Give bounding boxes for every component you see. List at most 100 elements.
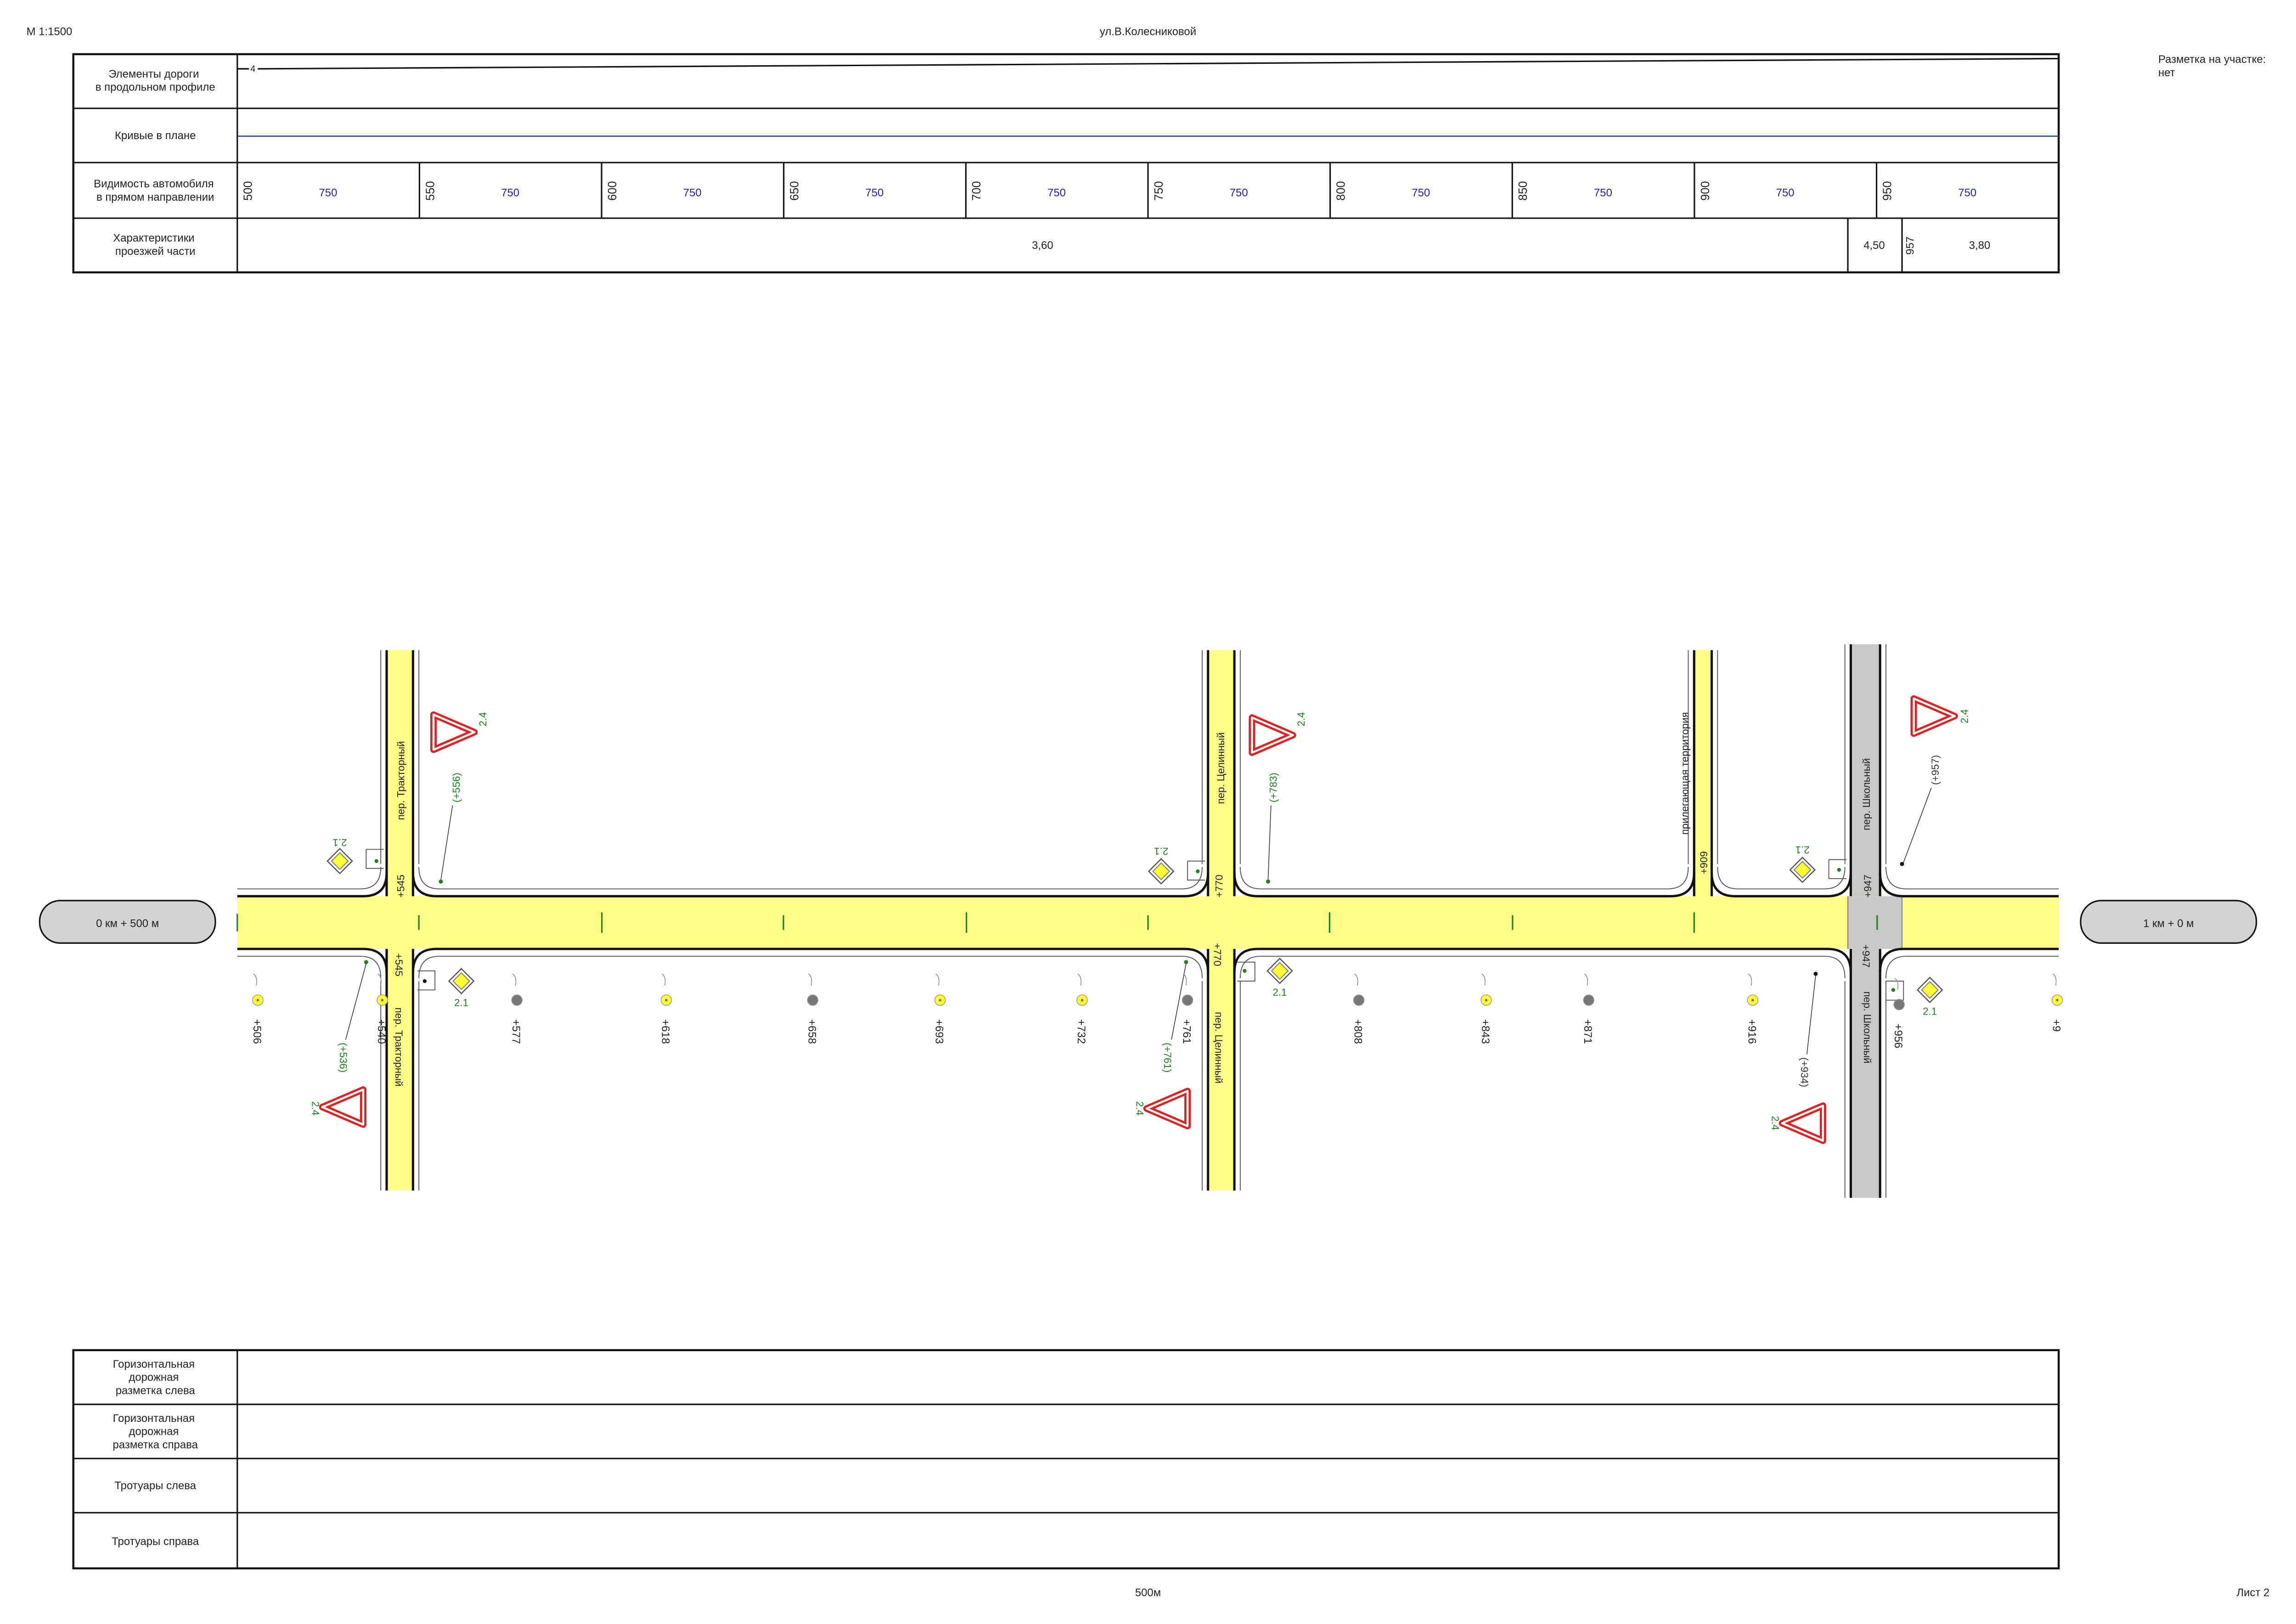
pole-station: +577 xyxy=(510,1019,522,1044)
side-road-tselinny-south xyxy=(1207,944,1236,1191)
pole-center-dot xyxy=(1751,998,1754,1002)
visibility-value: 750 xyxy=(1412,186,1430,199)
visibility-value: 750 xyxy=(683,186,702,199)
pole-tag xyxy=(661,973,666,986)
yield-sign-group-4: 2.4 (+536) xyxy=(310,960,368,1124)
road-poles: +506+540+577+618+658+693+732+761+808+843… xyxy=(251,973,2063,1049)
carriageway-width-mid: 4,50 xyxy=(1863,239,1885,252)
main-road-sign-icon xyxy=(1148,858,1175,885)
sign-reference: (+957) xyxy=(1930,755,1941,785)
row-label-line: в продольном профиле xyxy=(96,81,215,94)
visibility-value: 750 xyxy=(1594,186,1612,199)
yield-sign-icon xyxy=(1252,717,1293,753)
row-label-line: Горизонтальная xyxy=(113,1358,195,1370)
pole-center-dot xyxy=(2056,998,2059,1002)
row-label-sidewalk-right: Тротуары справа xyxy=(112,1535,199,1548)
main-road-sign-icon xyxy=(448,968,474,994)
visibility-station: 850 xyxy=(1517,181,1530,201)
pole-tag xyxy=(808,973,812,986)
visibility-value: 750 xyxy=(1230,186,1248,199)
pole-tag xyxy=(512,973,517,986)
intersection-station: +909 xyxy=(1698,851,1710,874)
row-label-line: Видимость автомобиля xyxy=(94,178,214,190)
visibility-value: 750 xyxy=(1776,186,1795,199)
pole-tag xyxy=(1584,973,1588,986)
pole-station: +843 xyxy=(1479,1019,1491,1044)
row-label-marking-left: Горизонтальная дорожная разметка слева xyxy=(113,1358,198,1397)
street-name: пер. Школьный xyxy=(1862,992,1873,1064)
pole-station: +693 xyxy=(933,1019,945,1044)
row-label-line: проезжей части xyxy=(115,245,196,258)
sign-reference: (+556) xyxy=(450,773,462,802)
row-label-line: Тротуары справа xyxy=(112,1535,199,1548)
pole-station: +618 xyxy=(659,1019,671,1044)
pole-center-dot xyxy=(1485,998,1488,1002)
yield-sign-group-3: 2.4 (+957) xyxy=(1900,699,1970,866)
pole-tag xyxy=(1354,973,1358,986)
pole-station: +808 xyxy=(1352,1019,1364,1044)
pole-tag xyxy=(377,973,382,986)
yield-sign-group-1: 2.4 (+556) xyxy=(433,712,489,884)
row-label-marking-right: Горизонтальная дорожная разметка справа xyxy=(113,1412,198,1451)
sign-code: 2.1 xyxy=(1923,1006,1937,1017)
yield-sign-group-2: 2.4 (+783) xyxy=(1252,712,1307,884)
road-pole-icon xyxy=(807,994,819,1006)
street-name: пер. Целинный xyxy=(1215,732,1227,804)
sign-code: 2.1 xyxy=(1272,987,1287,998)
road-pole-icon xyxy=(1893,999,1905,1010)
street-name: пер. Тракторный xyxy=(393,1008,405,1087)
sign-reference: (+536) xyxy=(338,1043,349,1072)
sign-code: 2.4 xyxy=(1295,712,1307,726)
visibility-station: 600 xyxy=(606,181,619,201)
visibility-value: 750 xyxy=(865,186,884,199)
bottom-table-frame xyxy=(72,1349,2060,1570)
main-road-sign-icon xyxy=(326,848,353,874)
row-label-line: в прямом направлении xyxy=(96,191,214,203)
visibility-value: 750 xyxy=(1958,186,1976,199)
intersection-station: +545 xyxy=(393,953,405,976)
row-label-carriageway: Характеристики проезжей части xyxy=(113,232,197,258)
visibility-station: 800 xyxy=(1335,181,1348,201)
road-pole-icon xyxy=(511,994,523,1006)
side-road-traktorny-north xyxy=(385,650,414,899)
street-name: прилегающая территория xyxy=(1679,712,1691,835)
visibility-value: 750 xyxy=(501,186,519,199)
visibility-station: 900 xyxy=(1699,181,1712,201)
sign-code: 2.1 xyxy=(1154,846,1168,857)
row-label-line: разметка справа xyxy=(113,1438,198,1451)
visibility-station: 550 xyxy=(424,181,437,201)
sign-code: 2.1 xyxy=(332,837,347,848)
sign-code: 2.1 xyxy=(454,997,468,1008)
row-label-profile: Элементы дороги в продольном профиле xyxy=(96,68,215,94)
row-label-line: Кривые в плане xyxy=(115,130,196,142)
row-label-line: разметка слева xyxy=(116,1384,196,1397)
pole-tag xyxy=(253,973,257,986)
bottom-table: Горизонтальная дорожная разметка слева Г… xyxy=(72,1349,2060,1570)
row-label-line: Тротуары слева xyxy=(114,1480,196,1492)
main-road-sign-group-2: 2.1 xyxy=(1148,846,1205,885)
road-pole-icon xyxy=(1583,994,1595,1006)
pole-tag xyxy=(1077,973,1081,986)
start-chainage-badge: 0 км + 500 м xyxy=(39,900,216,944)
section-length: 500м xyxy=(1135,1586,1161,1599)
row-label-line: дорожная xyxy=(129,1426,179,1438)
start-chainage-label: 0 км + 500 м xyxy=(96,917,159,930)
row-label-sidewalk-left: Тротуары слева xyxy=(114,1480,196,1492)
row-label-visibility: Видимость автомобиля в прямом направлени… xyxy=(94,178,217,203)
sheet-header: М 1:1500 ул.В.Колесниковой Разметка на у… xyxy=(27,26,2266,79)
marking-value: нет xyxy=(2158,67,2175,79)
pole-tag xyxy=(1481,973,1486,986)
road-plan: 0 км + 500 м 1 км + 0 м +545 +545 пер. Т… xyxy=(39,644,2257,1198)
pole-center-dot xyxy=(256,998,259,1002)
intersection-station: +545 xyxy=(395,874,406,897)
street-name: пер. Школьный xyxy=(1861,758,1872,830)
yield-sign-icon xyxy=(1147,1091,1187,1126)
row-label-curves: Кривые в плане xyxy=(115,130,196,142)
row-label-line: Характеристики xyxy=(113,232,194,244)
pole-station: +732 xyxy=(1075,1019,1087,1044)
side-road-outer-lines xyxy=(380,644,1886,1198)
main-road-sign-group-1: 2.1 xyxy=(326,837,384,874)
carriageway-width-end: 3,80 xyxy=(1969,239,1991,252)
